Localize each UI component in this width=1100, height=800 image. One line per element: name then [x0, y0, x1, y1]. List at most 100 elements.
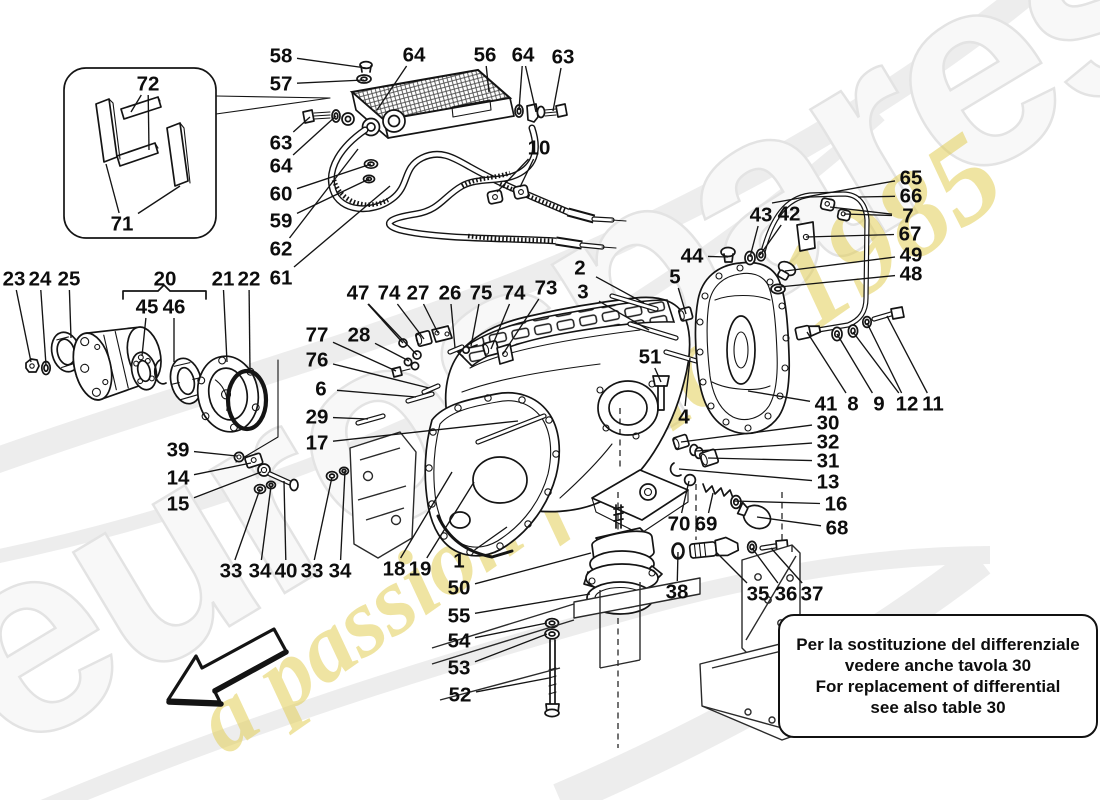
callout-63: 63 [270, 132, 293, 155]
callout-60: 60 [270, 183, 293, 206]
callout-74: 74 [503, 282, 526, 305]
inset-pads-box [63, 67, 331, 239]
callout-25: 25 [58, 268, 81, 291]
leader-line-68 [756, 516, 822, 527]
callout-4: 4 [678, 406, 690, 429]
leader-line-14 [193, 462, 252, 476]
callout-44: 44 [681, 245, 704, 268]
leader-line-64 [524, 65, 537, 113]
callout-23: 23 [3, 268, 26, 291]
leader-line-8 [806, 331, 847, 394]
callout-3: 3 [577, 281, 588, 304]
leader-line-41 [747, 390, 811, 402]
leader-line-34 [339, 470, 346, 561]
callout-35: 35 [747, 583, 770, 606]
note-box: Per la sostituzione del differenziale ve… [778, 614, 1098, 738]
callout-22: 22 [238, 268, 261, 291]
valve-spring-parts [669, 433, 772, 530]
callout-17: 17 [306, 432, 329, 455]
callout-37: 37 [801, 583, 824, 606]
leader-line-15 [193, 471, 262, 499]
leader-line-59 [296, 178, 370, 215]
leader-line-62 [288, 148, 359, 239]
callout-57: 57 [270, 73, 293, 96]
note-line-1: Per la sostituzione del differenziale [796, 635, 1080, 654]
callout-33: 33 [220, 560, 243, 583]
leader-line-70 [680, 480, 690, 514]
callout-14: 14 [167, 467, 190, 490]
callout-1: 1 [453, 550, 464, 573]
callout-69: 69 [695, 513, 718, 536]
leader-line-52 [475, 677, 550, 693]
callout-8: 8 [847, 393, 858, 416]
leader-line-69 [707, 492, 714, 514]
leader-line-11 [886, 315, 928, 394]
callout-41: 41 [815, 393, 838, 416]
callout-29: 29 [306, 406, 329, 429]
callout-7: 7 [902, 205, 913, 228]
leader-line-60 [296, 163, 372, 190]
leader-line-24 [40, 289, 47, 366]
leader-line-47 [368, 303, 418, 356]
callout-48: 48 [900, 263, 923, 286]
callout-68: 68 [826, 517, 849, 540]
leader-line-72 [147, 94, 150, 151]
leader-line-71 [105, 163, 120, 214]
callout-77: 77 [306, 324, 329, 347]
leader-line-55 [474, 593, 591, 614]
leader-line-75 [470, 303, 480, 347]
leader-line-67 [805, 233, 895, 238]
direction-arrow [166, 627, 289, 707]
leader-line-17 [332, 420, 519, 442]
leader-line-43 [749, 225, 759, 258]
leader-line-23 [15, 289, 32, 363]
leader-line-36 [751, 547, 779, 584]
leader-line-61 [293, 185, 391, 268]
leader-line-22 [248, 289, 251, 373]
callout-56: 56 [474, 44, 497, 67]
callout-73: 73 [535, 277, 558, 300]
leader-line-33 [313, 476, 333, 561]
note-line-4: see also table 30 [870, 698, 1006, 717]
leader-line-63 [292, 116, 311, 133]
leader-line-21 [222, 289, 228, 363]
leader-line-64 [292, 115, 337, 156]
leader-line-57 [296, 79, 365, 84]
callout-36: 36 [775, 583, 798, 606]
callout-10: 10 [528, 137, 551, 160]
leader-line-34 [260, 485, 272, 561]
leader-line-30 [680, 424, 813, 443]
callout-28: 28 [348, 324, 371, 347]
leader-line-25 [68, 289, 72, 339]
oil-cooler-hoses [327, 124, 627, 250]
leader-line-26 [450, 303, 456, 349]
leader-line-13 [678, 468, 813, 482]
callout-74: 74 [378, 282, 401, 305]
pivot-clamp-parts [233, 451, 350, 495]
leader-line-4 [684, 357, 691, 407]
callout-64: 64 [403, 44, 426, 67]
callout-24: 24 [29, 268, 52, 291]
leader-line-76 [332, 363, 430, 389]
callout-27: 27 [407, 282, 430, 305]
callout-46: 46 [163, 296, 186, 319]
leader-lines [15, 57, 928, 693]
callout-42: 42 [778, 203, 801, 226]
case-gasket [424, 392, 561, 559]
callout-58: 58 [270, 45, 293, 68]
callout-53: 53 [448, 657, 471, 680]
leader-line-2 [595, 276, 645, 304]
callout-6: 6 [315, 378, 326, 401]
callout-39: 39 [167, 439, 190, 462]
callout-66: 66 [900, 185, 923, 208]
leader-line-27 [422, 303, 439, 334]
callout-51: 51 [639, 346, 662, 369]
leader-line-74 [396, 303, 425, 340]
leader-line-12 [866, 322, 903, 394]
leader-line-35 [715, 551, 748, 584]
leader-line-7 [829, 206, 893, 215]
callout-11: 11 [922, 393, 944, 416]
callout-76: 76 [306, 349, 329, 372]
callout-65: 65 [900, 167, 923, 190]
